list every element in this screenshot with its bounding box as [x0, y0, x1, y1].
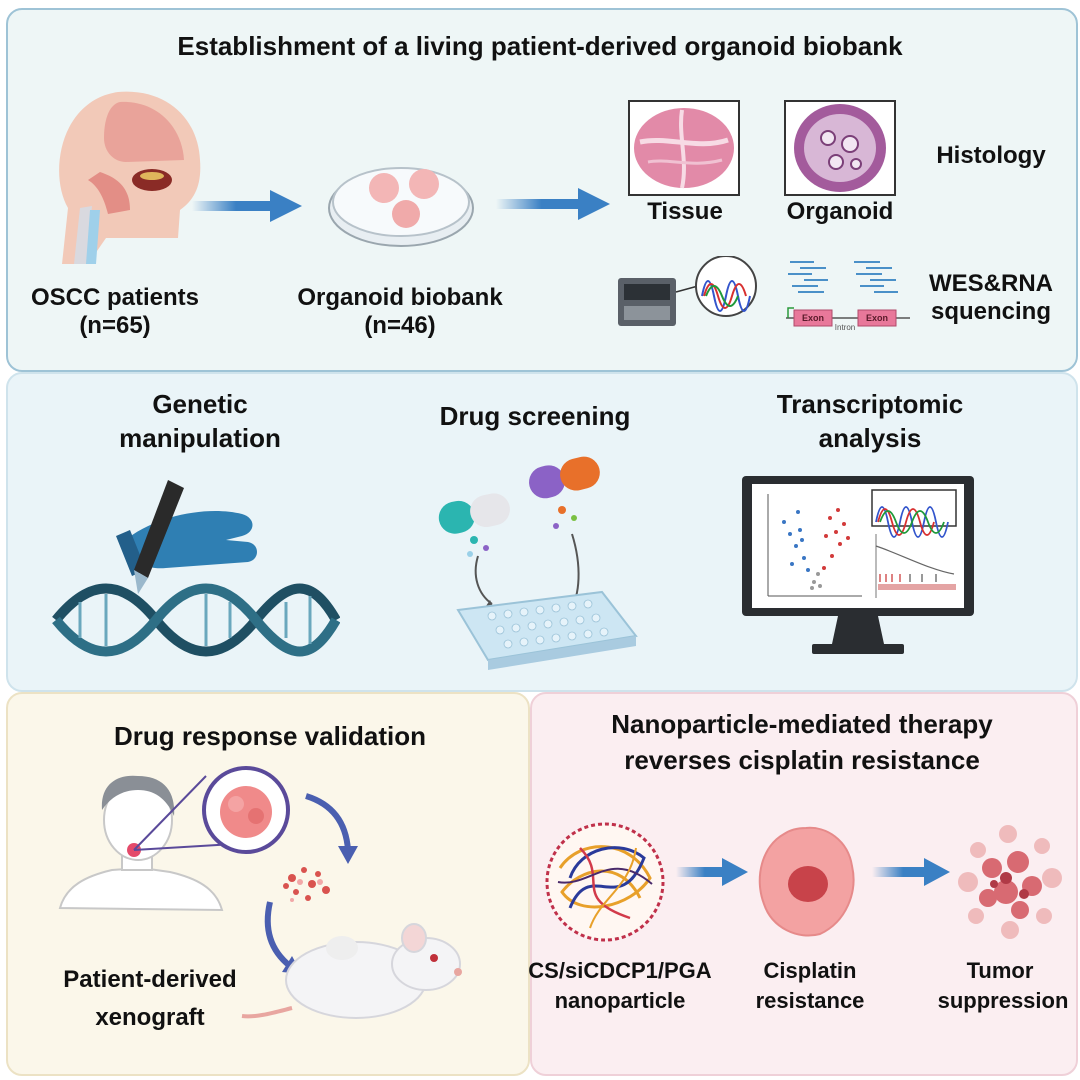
exon-label: Exon [801, 313, 824, 323]
patients-count: (n=65) [79, 312, 151, 339]
patients-label: OSCC patients [30, 284, 200, 311]
arrow-right-icon [496, 188, 610, 220]
genetic-manipulation-title: manipulation [119, 423, 281, 453]
genetic-manipulation-title: Genetic [152, 389, 248, 419]
drug-screening-title: Drug screening [439, 401, 631, 431]
tumor-suppression-label: Tumor [966, 958, 1034, 983]
nanoparticle-label: nanoparticle [554, 988, 686, 1013]
arrow-right-icon [872, 858, 950, 886]
organoid-histology-image [784, 100, 896, 196]
arrow-right-icon [676, 858, 748, 886]
sequencing-label: squencing [930, 298, 1051, 325]
transcriptomic-analysis-title: Transcriptomic [776, 389, 964, 419]
drug-screening-icon [438, 456, 638, 670]
transcriptomic-analysis-title: analysis [818, 423, 922, 453]
biobank-count: (n=46) [364, 312, 436, 339]
drug-response-validation-title: Drug response validation [113, 721, 427, 751]
tumor-suppression-icon [958, 825, 1062, 939]
cancer-cell-icon [758, 826, 855, 937]
monitor-analysis-icon [742, 476, 974, 654]
organoid-label: Organoid [786, 198, 894, 225]
head-anatomy-icon [59, 91, 201, 264]
tissue-label: Tissue [647, 198, 723, 225]
sequencing-reads-icon [786, 261, 910, 327]
histology-label: Histology [936, 142, 1046, 169]
pdx-label: Patient-derived [63, 966, 237, 993]
petri-dish-icon [328, 167, 474, 247]
cisplatin-resistance-label: Cisplatin [763, 958, 857, 983]
cisplatin-resistance-label: resistance [755, 988, 865, 1013]
exon-label: Exon [865, 313, 888, 323]
biobank-label: Organoid biobank [297, 284, 503, 311]
tissue-histology-image [628, 100, 740, 196]
nanoparticle-label: CS/siCDCP1/PGA [528, 958, 712, 983]
intron-label: Intron [834, 323, 856, 332]
nanoparticle-icon [545, 822, 665, 942]
tumor-suppression-label: suppression [937, 988, 1069, 1013]
dna-editing-icon [52, 480, 340, 657]
xenograft-workflow-icon [58, 766, 462, 1019]
therapy-title: Nanoparticle-mediated therapy [611, 709, 993, 739]
biobank-title: Establishment of a living patient-derive… [177, 31, 903, 61]
pdx-label: xenograft [95, 1004, 205, 1031]
sequencing-label: WES&RNA [929, 270, 1053, 297]
therapy-title: reverses cisplatin resistance [624, 745, 980, 775]
arrow-right-icon [192, 190, 302, 222]
sequencer-icon [618, 256, 757, 326]
